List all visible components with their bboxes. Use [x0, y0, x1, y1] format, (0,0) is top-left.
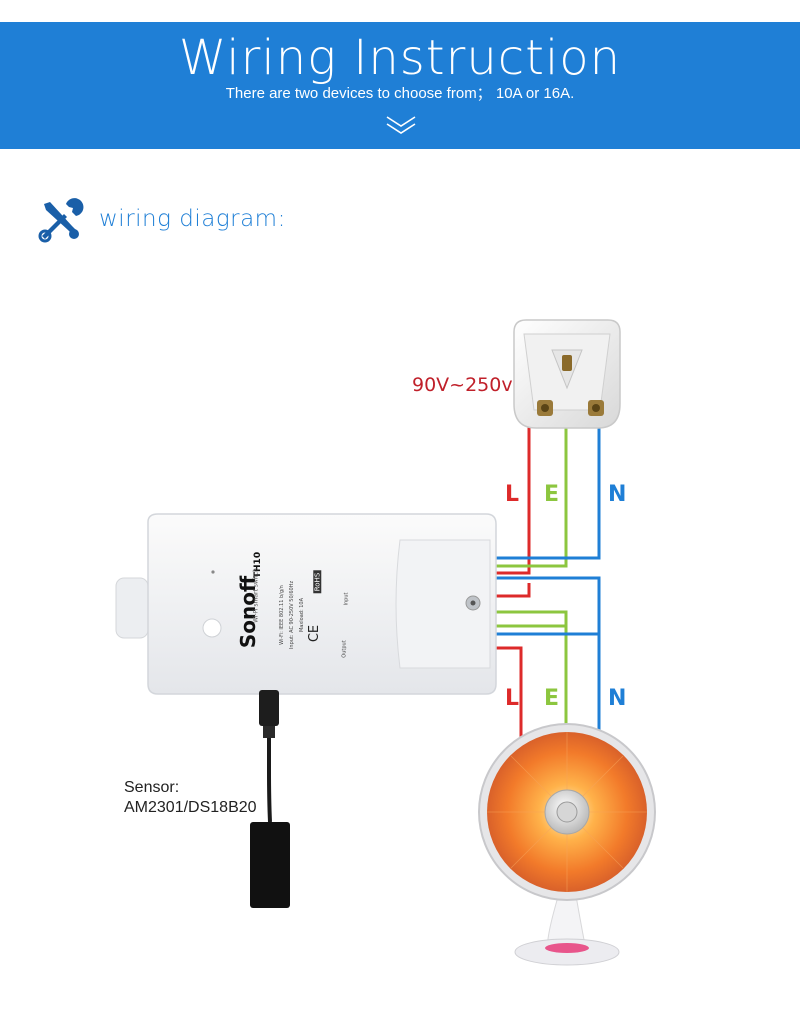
page-subtitle: There are two devices to choose from； 10…: [225, 85, 575, 102]
chevron-down-icon: [386, 116, 416, 134]
page-title: Wiring Instruction: [178, 30, 622, 86]
tools-icon: [38, 198, 84, 243]
wire-label-earth-top: E: [544, 482, 560, 507]
sonoff-device: [115, 513, 497, 695]
device-rohs-mark: RoHS: [313, 570, 322, 594]
wires-output: [495, 576, 601, 740]
wire-neutral-out-top: [495, 576, 601, 740]
device-output-label: Output: [341, 640, 348, 658]
sensor-model: AM2301/DS18B20: [124, 799, 257, 816]
wire-label-earth-bottom: E: [544, 686, 560, 711]
header-banner: Wiring Instruction There are two devices…: [0, 22, 800, 149]
wire-label-neutral-top: N: [608, 482, 627, 507]
wire-live-input: [495, 418, 531, 575]
device-ce-mark: CE: [307, 624, 323, 643]
wire-label-neutral-bottom: N: [608, 686, 627, 711]
device-input-label: Input: [343, 592, 350, 606]
device-spec-wifi: Wi-Fi: IEEE 802.11 b/g/n: [279, 585, 285, 645]
temperature-sensor: [250, 690, 290, 908]
device-spec-max: Maxload: 10A: [299, 597, 305, 633]
space-heater: [478, 723, 656, 966]
device-subtitle: Wi-Fi smart switch: [252, 568, 260, 623]
sensor-title: Sensor:: [124, 779, 180, 796]
wire-neutral-input: [495, 418, 601, 560]
wire-label-live-top: L: [505, 482, 520, 507]
wall-plug: [513, 319, 621, 429]
wire-label-live-bottom: L: [505, 686, 520, 711]
wire-live-output: [495, 646, 523, 740]
wire-live-out-top: [495, 583, 531, 598]
wire-earth-input: [495, 418, 568, 568]
device-spec-input: Input: AC 90-250V 50/60Hz: [289, 580, 295, 650]
voltage-label: 90V~250v: [412, 374, 513, 396]
section-label: wiring diagram:: [99, 206, 286, 232]
wire-earth-out: [495, 610, 568, 740]
wires-input: [495, 418, 601, 575]
sensor-label: Sensor: AM2301/DS18B20: [124, 778, 257, 818]
